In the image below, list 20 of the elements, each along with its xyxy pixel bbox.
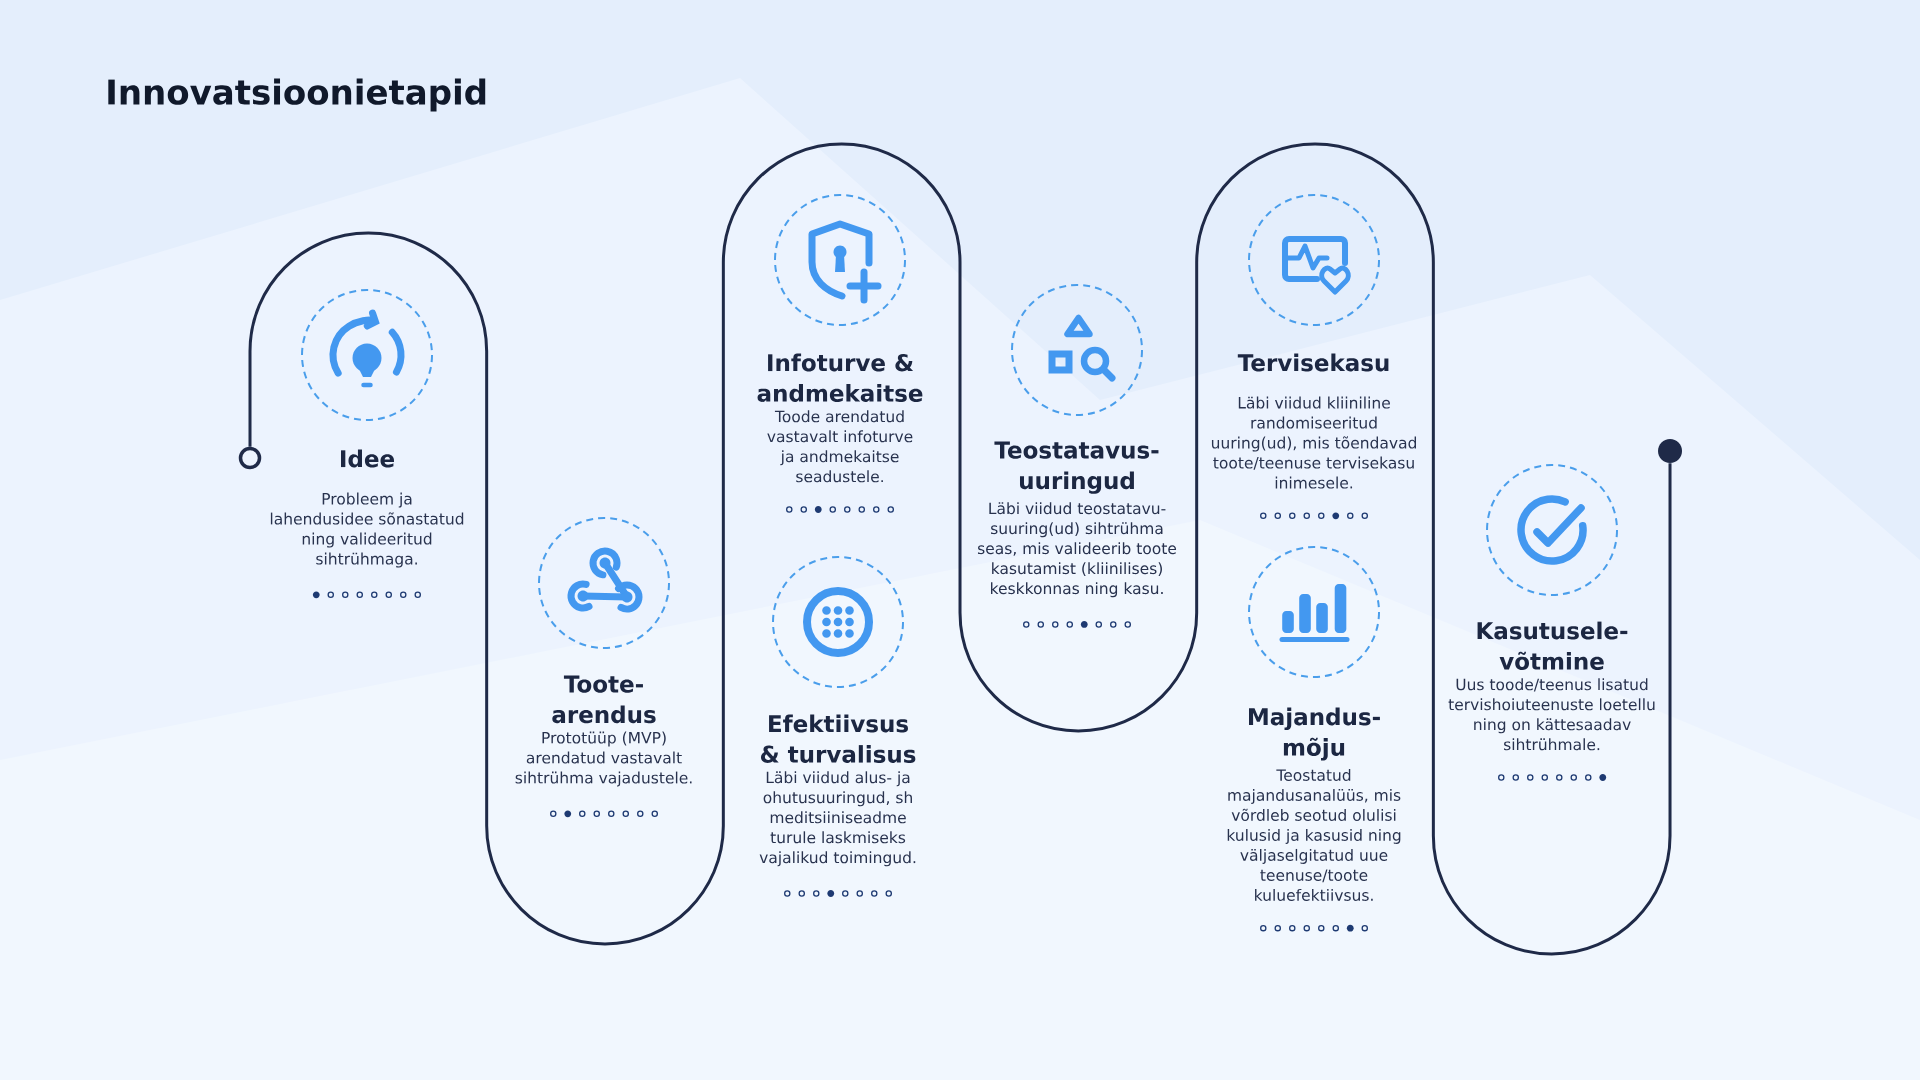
timeline-line <box>248 142 1672 956</box>
stage-description: Teostatud majandusanalüüs, mis võrdleb seotud olulisi kulusid ja kasusid ning väljaselgitatud uue teenuse/toote kuluefektiivsus. <box>1227 768 1401 901</box>
stage-title: Tervisekasu <box>1237 353 1389 372</box>
stage-description: Toode arendatud vastavalt infoturve ja andmekaitse seadustele. <box>767 410 913 483</box>
stage-title: Efektiivsus & turvalisus <box>761 714 916 763</box>
stage-description: Uus toode/teenus lisatud tervishoiuteenuste loetellu ning on kättesaadav sihtrühmale. <box>1448 678 1655 751</box>
stage-title: Idee <box>341 449 394 468</box>
stage-description: Probleem ja lahendusidee sõnastatud ning valideeritud sihtrühmaga. <box>270 492 464 568</box>
stage-title: Teostatavus- uuringud <box>994 441 1159 494</box>
stage-description: Läbi viidud alus- ja ohutusuuringud, sh meditsiiniseadme turule laskmiseks vajalikud toimingud. <box>759 771 916 867</box>
stage-description: Läbi viidud kliiniline randomiseeritud uuring(ud), mis tõendavad toote/teenuse tervisekasu inimesele. <box>1211 396 1416 489</box>
stage-title: Infoturve & andmekaitse <box>757 353 923 402</box>
stage-description: Prototüüp (MVP) arendatud vastavalt sihtrühma vajadustele. <box>515 731 692 787</box>
stage-title: Toote- arendus <box>552 675 656 724</box>
end-dot <box>1658 439 1682 463</box>
stage-description: Läbi viidud teostatavu- suuring(ud) sihtrühma seas, mis valideerib toote kasutamist (kliinilises) keskkonnas ning kasu. <box>978 502 1177 598</box>
stage-title: Kasutusele- võtmine <box>1477 621 1628 670</box>
stage-title: Majandus- mõju <box>1249 707 1380 761</box>
start-ring <box>238 446 262 470</box>
title: Innovatsioonietapid <box>108 78 486 112</box>
